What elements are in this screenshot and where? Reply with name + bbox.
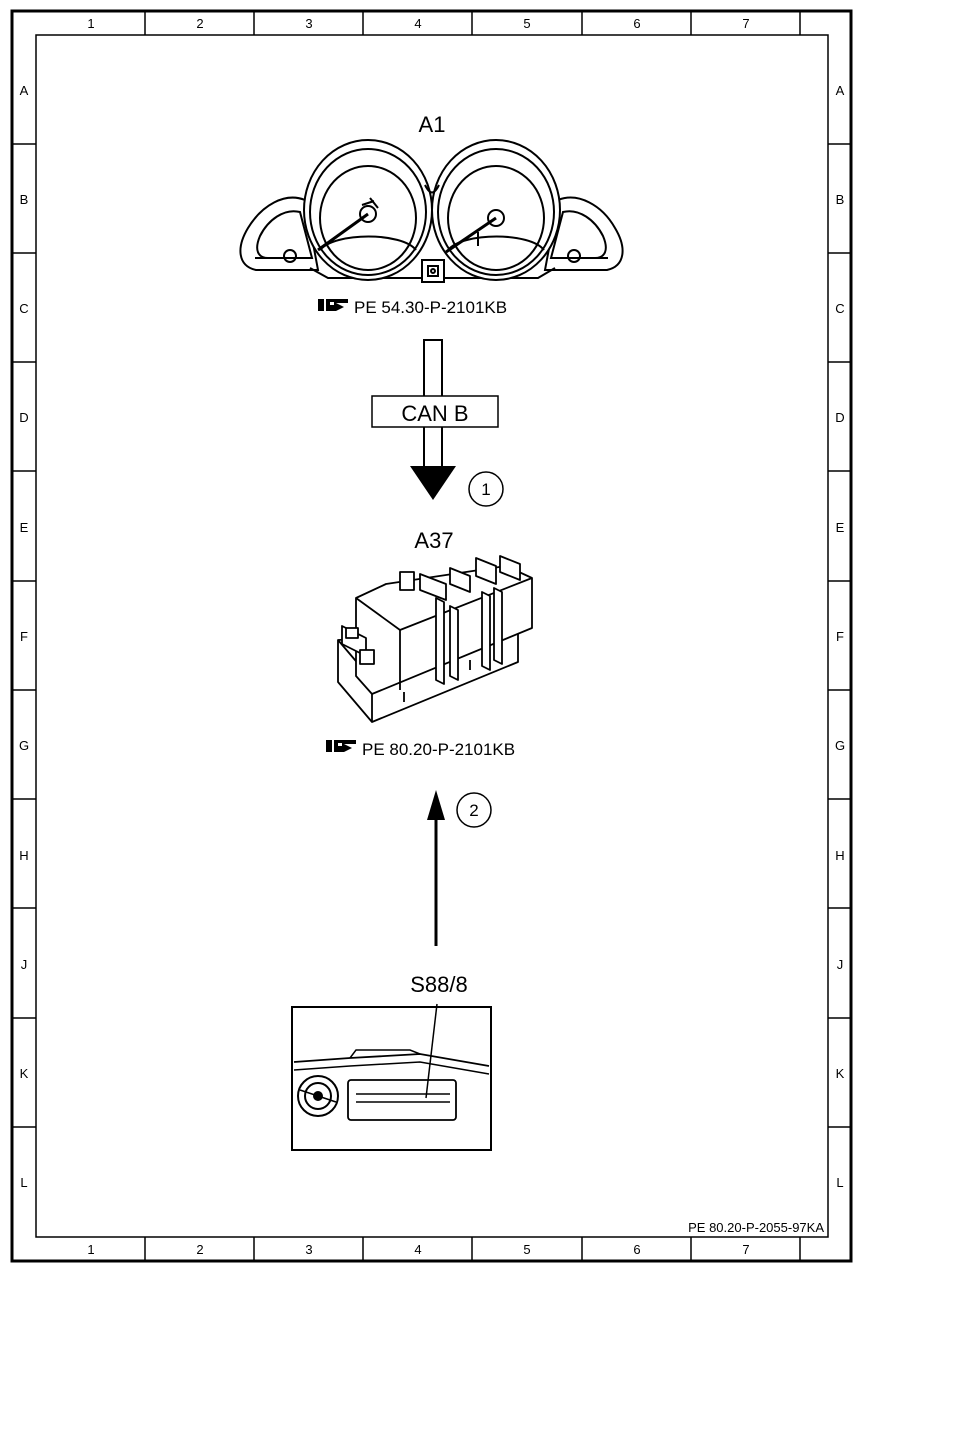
instrument-cluster-illustration: [239, 139, 624, 283]
row-label: G: [835, 738, 845, 753]
col-label: 2: [196, 1242, 203, 1257]
signal-2-connection: 2: [427, 790, 492, 946]
a37-label: A37: [414, 528, 453, 553]
col-label: 4: [414, 1242, 421, 1257]
row-label: J: [837, 957, 844, 972]
col-label: 7: [742, 16, 749, 31]
col-label: 5: [523, 16, 530, 31]
row-label: F: [20, 629, 28, 644]
can-b-arrowhead: [410, 466, 456, 500]
col-label: 3: [305, 1242, 312, 1257]
row-labels-left: A B C D E F G H J K L: [19, 83, 29, 1190]
s88-label: S88/8: [410, 972, 468, 997]
row-dividers: [12, 143, 851, 1128]
signal-1-label: 1: [481, 480, 490, 499]
row-label: L: [20, 1175, 27, 1190]
row-labels-right: A B C D E F G H J K L: [835, 83, 845, 1190]
outer-frame: [10, 9, 853, 1263]
row-label: K: [836, 1066, 845, 1081]
col-label: 6: [633, 16, 640, 31]
row-label: B: [20, 192, 29, 207]
a1-reference: PE 54.30-P-2101KB: [318, 298, 507, 317]
col-label: 1: [87, 1242, 94, 1257]
row-label: D: [835, 410, 844, 425]
col-label: 5: [523, 1242, 530, 1257]
column-labels-bottom: 1 2 3 4 5 6 7: [87, 1242, 749, 1257]
inner-frame: [35, 34, 829, 1238]
row-label: J: [21, 957, 28, 972]
diagram-reference-number: PE 80.20-P-2055-97KA: [688, 1220, 824, 1235]
column-dividers: [144, 11, 801, 1261]
a1-reference-text: PE 54.30-P-2101KB: [354, 298, 507, 317]
a37-reference-text: PE 80.20-P-2101KB: [362, 740, 515, 759]
switch-illustration: [291, 1003, 492, 1151]
control-module-illustration: [337, 555, 533, 723]
reference-hand-icon: [326, 740, 356, 752]
can-b-connection: CAN B 1: [371, 339, 504, 507]
row-label: D: [19, 410, 28, 425]
can-b-box: [371, 395, 499, 428]
row-label: H: [19, 848, 28, 863]
row-label: C: [835, 301, 844, 316]
row-label: H: [835, 848, 844, 863]
row-label: E: [20, 520, 29, 535]
row-label: L: [836, 1175, 843, 1190]
row-label: B: [836, 192, 845, 207]
can-b-label: CAN B: [401, 401, 468, 426]
col-label: 7: [742, 1242, 749, 1257]
row-label: K: [20, 1066, 29, 1081]
column-labels-top: 1 2 3 4 5 6 7: [87, 16, 749, 31]
signal-2-arrowhead: [427, 790, 445, 820]
col-label: 1: [87, 16, 94, 31]
row-label: C: [19, 301, 28, 316]
signal-1-circle: [468, 471, 504, 507]
signal-2-label: 2: [469, 801, 478, 820]
col-label: 6: [633, 1242, 640, 1257]
a37-reference: PE 80.20-P-2101KB: [326, 740, 515, 759]
col-label: 4: [414, 16, 421, 31]
row-label: F: [836, 629, 844, 644]
a1-label: A1: [419, 112, 446, 137]
row-label: G: [19, 738, 29, 753]
signal-2-circle: [456, 792, 492, 828]
reference-hand-icon: [318, 299, 348, 311]
col-label: 2: [196, 16, 203, 31]
row-label: A: [20, 83, 29, 98]
col-label: 3: [305, 16, 312, 31]
row-label: A: [836, 83, 845, 98]
row-label: E: [836, 520, 845, 535]
